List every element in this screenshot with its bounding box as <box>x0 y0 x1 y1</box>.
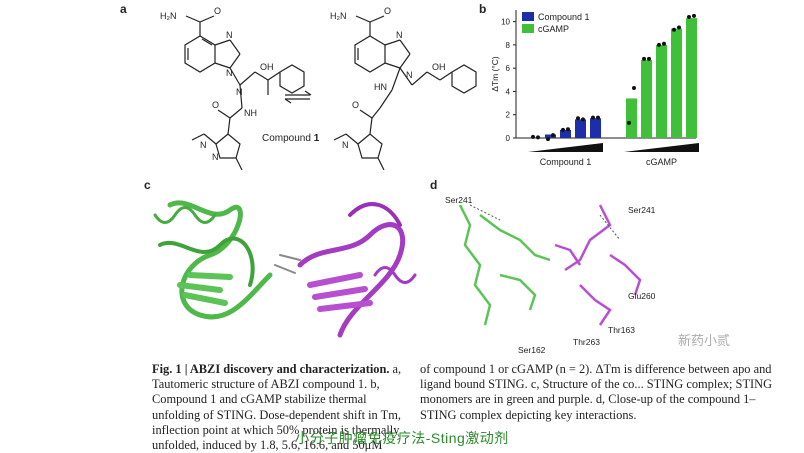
svg-text:Thr263: Thr263 <box>573 337 600 347</box>
svg-text:N: N <box>342 140 349 150</box>
svg-text:N: N <box>226 68 233 78</box>
svg-text:N: N <box>396 30 403 40</box>
data-point <box>657 42 661 47</box>
data-point <box>551 133 555 138</box>
svg-text:O: O <box>212 100 219 110</box>
svg-text:Ser241: Ser241 <box>628 205 656 215</box>
binding-site-closeup: Ser241 Ser241 Glu260 Thr163 Thr263 Ser16… <box>445 195 656 355</box>
data-point <box>546 137 550 142</box>
data-point <box>576 116 580 121</box>
panel-letter-c: c <box>144 178 151 192</box>
y-tick-label: 0 <box>506 134 511 143</box>
y-tick-label: 2 <box>506 111 511 120</box>
svg-text:N: N <box>406 70 413 80</box>
panel-letter-b: b <box>479 2 487 16</box>
bar <box>530 137 541 138</box>
panel-letter-d: d <box>430 178 438 192</box>
panel-letter-a: a <box>120 2 127 16</box>
caption-right: of compound 1 or cGAMP (n = 2). ΔTm is d… <box>420 362 773 422</box>
svg-text:O: O <box>214 6 221 16</box>
data-point <box>677 25 681 30</box>
bar <box>575 119 586 138</box>
svg-text:Thr163: Thr163 <box>608 325 635 335</box>
data-point <box>692 13 696 18</box>
legend-swatch <box>522 24 534 33</box>
svg-text:Ser162: Ser162 <box>518 345 546 355</box>
dose-wedge <box>528 143 603 152</box>
watermark: 新药小贰 <box>678 334 731 349</box>
svg-text:HN: HN <box>374 82 387 92</box>
y-tick-label: 8 <box>506 41 511 50</box>
chemical-structures: H₂N O OH N N N O NH N N H₂N O OH N HN N … <box>160 6 477 171</box>
y-tick-label: 4 <box>506 87 511 96</box>
data-point <box>566 127 570 132</box>
y-tick-label: 6 <box>506 64 511 73</box>
svg-text:Ser241: Ser241 <box>445 195 473 205</box>
svg-text:H₂N: H₂N <box>330 11 347 21</box>
dose-wedge <box>624 143 699 152</box>
data-point <box>642 56 646 61</box>
bar <box>686 18 697 138</box>
svg-text:N: N <box>200 140 207 150</box>
group-label: Compound 1 <box>540 157 592 167</box>
data-point <box>581 117 585 122</box>
data-point <box>632 85 636 90</box>
data-point <box>536 135 540 140</box>
bar <box>590 118 601 138</box>
bottom-title: 小分子肿瘤免疫疗法-Sting激动剂 <box>295 430 509 446</box>
svg-text:N: N <box>212 152 219 162</box>
svg-text:OH: OH <box>432 62 446 72</box>
svg-text:OH: OH <box>260 62 274 72</box>
legend-label: cGAMP <box>538 24 569 34</box>
svg-text:O: O <box>352 100 359 110</box>
data-point <box>662 41 666 46</box>
compound-label: Compound 1 <box>262 133 320 144</box>
svg-text:N: N <box>236 87 243 97</box>
bar <box>641 60 652 138</box>
bar <box>671 28 682 139</box>
bar <box>560 129 571 138</box>
data-point <box>596 115 600 120</box>
svg-text:Glu260: Glu260 <box>628 291 656 301</box>
sting-complex-structure <box>153 200 417 338</box>
data-point <box>531 134 535 139</box>
svg-text:N: N <box>226 30 233 40</box>
y-axis-label: ΔTm (°C) <box>490 56 500 92</box>
legend-label: Compound 1 <box>538 12 590 22</box>
bar <box>545 134 556 138</box>
bar <box>626 98 637 138</box>
y-tick-label: 10 <box>501 18 510 27</box>
data-point <box>687 14 691 19</box>
data-point <box>561 127 565 132</box>
group-label: cGAMP <box>646 157 677 167</box>
data-point <box>627 120 631 125</box>
svg-text:NH: NH <box>244 108 257 118</box>
data-point <box>672 27 676 32</box>
svg-text:H₂N: H₂N <box>160 11 177 21</box>
bar <box>656 44 667 139</box>
legend-swatch <box>522 12 534 21</box>
caption-left: Fig. 1 | ABZI discovery and characteriza… <box>152 362 402 453</box>
data-point <box>591 115 595 120</box>
svg-text:O: O <box>384 6 391 16</box>
data-point <box>647 56 651 61</box>
